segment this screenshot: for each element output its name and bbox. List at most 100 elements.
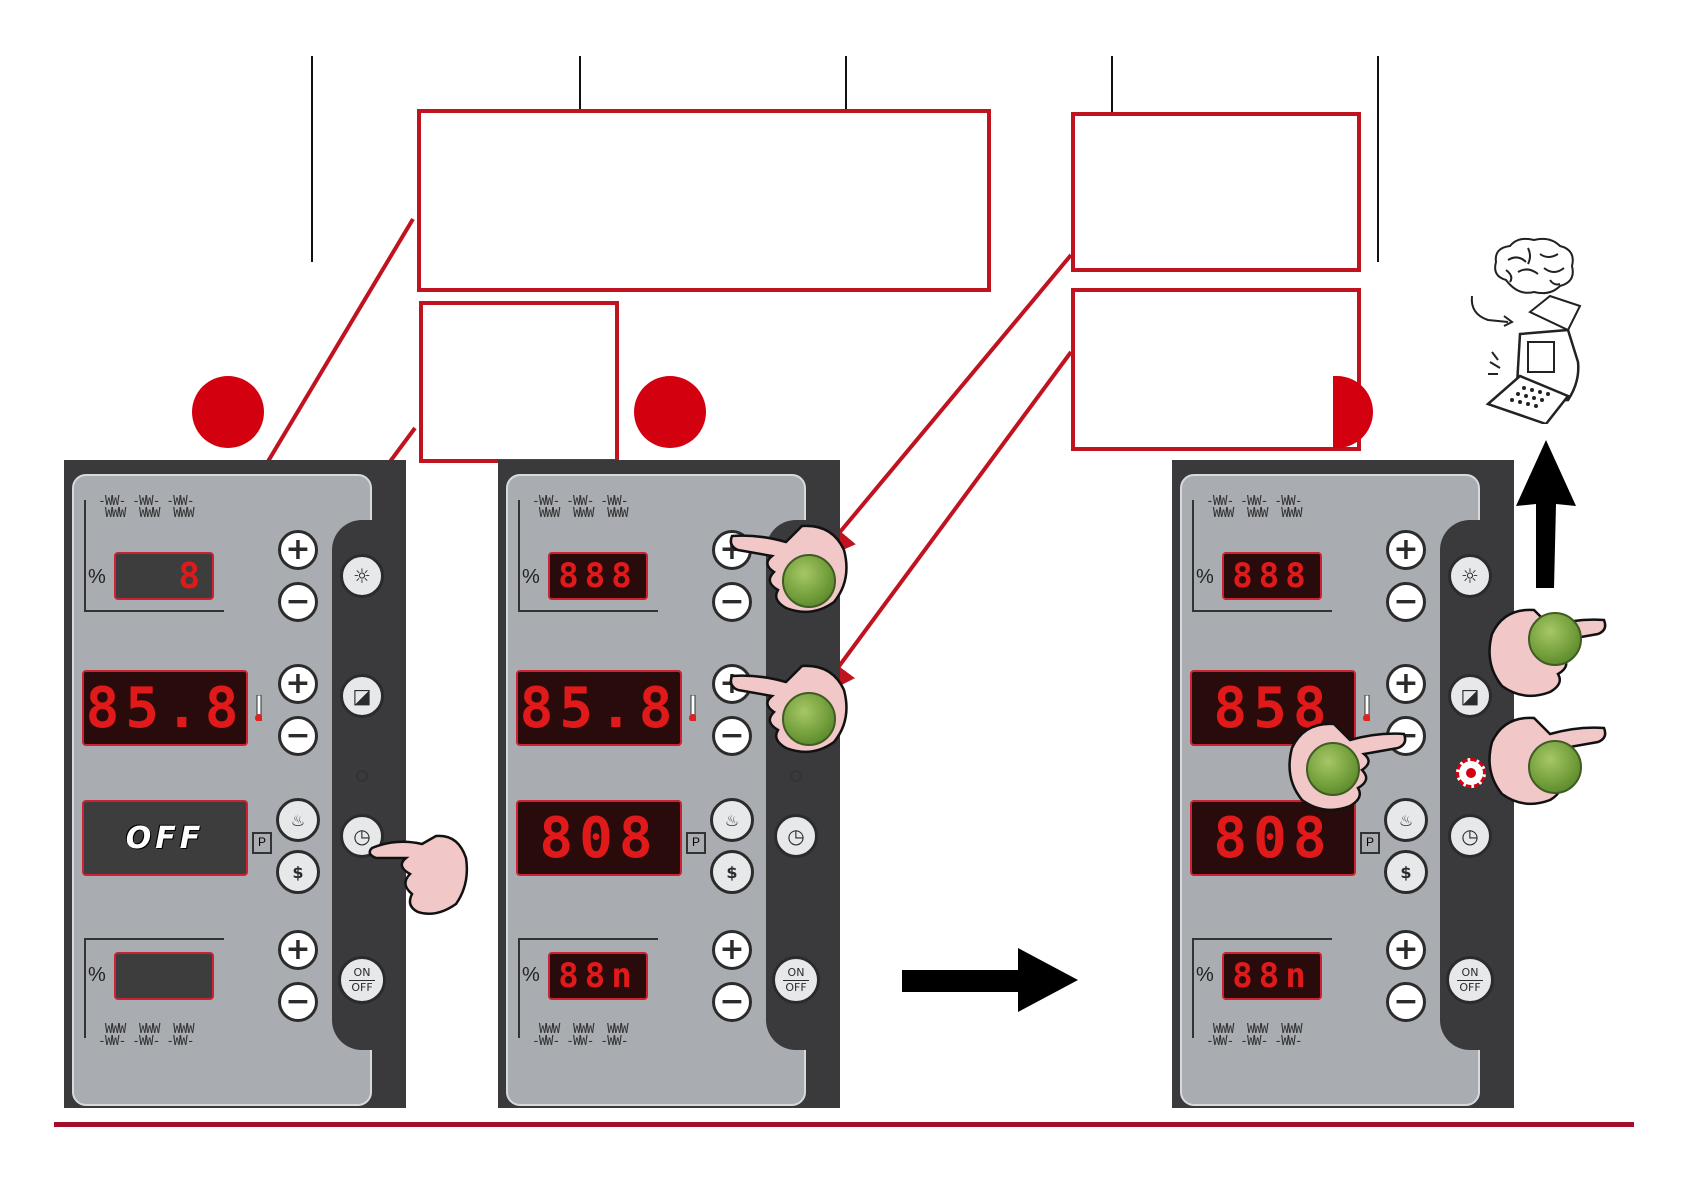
- percent-label: %: [522, 964, 540, 986]
- savings-button[interactable]: $: [276, 850, 320, 894]
- mode-button[interactable]: ◪: [340, 674, 384, 718]
- column-divider: [579, 56, 581, 112]
- on-off-button[interactable]: ON OFF: [1446, 956, 1494, 1004]
- heating-element-icon: WWW WWW WWW-WW- -WW- -WW-: [1206, 1022, 1303, 1049]
- bracket-rule: [84, 610, 224, 612]
- flame-button[interactable]: ♨: [710, 798, 754, 842]
- bracket-rule: [1192, 938, 1332, 940]
- heating-element-icon: WWW WWW WWW-WW- -WW- -WW-: [98, 1022, 195, 1049]
- step-marker-1: [192, 376, 264, 448]
- arrow-up-icon: [1516, 440, 1576, 588]
- bracket: [518, 938, 520, 1038]
- press-indicator: [1528, 612, 1582, 666]
- plus-button[interactable]: +: [278, 930, 318, 970]
- separator: [1457, 979, 1483, 981]
- press-indicator: [782, 692, 836, 746]
- minus-button[interactable]: −: [1386, 582, 1426, 622]
- minus-button[interactable]: −: [278, 716, 318, 756]
- top-display: 888: [1222, 552, 1322, 600]
- indicator-led: [790, 770, 802, 782]
- bottom-display: [114, 952, 214, 1000]
- minus-button[interactable]: −: [712, 582, 752, 622]
- timer-button[interactable]: ◷: [774, 814, 818, 858]
- column-divider: [1111, 56, 1113, 112]
- press-indicator: [782, 554, 836, 608]
- light-button[interactable]: ☼: [340, 554, 384, 598]
- thermometer-icon: [689, 695, 696, 721]
- flame-button[interactable]: ♨: [1384, 798, 1428, 842]
- temperature-display: 85.8: [516, 670, 682, 746]
- off-label: OFF: [1459, 980, 1481, 994]
- plus-button[interactable]: +: [278, 664, 318, 704]
- thermometer-icon: [1363, 695, 1370, 721]
- plus-button[interactable]: +: [712, 930, 752, 970]
- minus-button[interactable]: −: [712, 982, 752, 1022]
- program-icon: P: [686, 832, 706, 854]
- on-label: ON: [353, 965, 371, 979]
- minus-button[interactable]: −: [712, 716, 752, 756]
- heating-element-icon: WWW WWW WWW-WW- -WW- -WW-: [532, 1022, 629, 1049]
- savings-button[interactable]: $: [710, 850, 754, 894]
- active-indicator-led: [1456, 758, 1486, 788]
- on-label: ON: [787, 965, 805, 979]
- control-panel-1: -WW- -WW- -WW- WWW WWW WWW % 8 + − 85.8 …: [64, 460, 406, 1108]
- percent-label: %: [522, 566, 540, 588]
- bracket: [1192, 938, 1194, 1038]
- percent-label: %: [1196, 964, 1214, 986]
- leader-line: [815, 350, 1073, 699]
- plus-button[interactable]: +: [1386, 664, 1426, 704]
- callout-box-plus-top: [1071, 112, 1361, 272]
- savings-button[interactable]: $: [1384, 850, 1428, 894]
- program-icon: P: [252, 832, 272, 854]
- heating-element-icon: -WW- -WW- -WW- WWW WWW WWW: [1206, 494, 1303, 521]
- bracket: [1192, 500, 1194, 610]
- on-off-button[interactable]: ON OFF: [338, 956, 386, 1004]
- plus-button[interactable]: +: [1386, 930, 1426, 970]
- footer-rule: [54, 1122, 1634, 1127]
- on-off-button[interactable]: ON OFF: [772, 956, 820, 1004]
- program-icon: P: [1360, 832, 1380, 854]
- column-divider: [845, 56, 847, 112]
- bottom-display: 88n: [1222, 952, 1322, 1000]
- step-marker-2: [634, 376, 706, 448]
- bottom-display: 88n: [548, 952, 648, 1000]
- callout-box-top-display: [417, 109, 991, 292]
- press-indicator: [1306, 742, 1360, 796]
- bracket-rule: [84, 938, 224, 940]
- bracket-rule: [518, 938, 658, 940]
- minus-button[interactable]: −: [278, 582, 318, 622]
- percent-label: %: [88, 566, 106, 588]
- percent-label: %: [88, 964, 106, 986]
- flame-button[interactable]: ♨: [276, 798, 320, 842]
- computer-icon: [1470, 294, 1582, 424]
- bracket: [518, 500, 520, 610]
- heating-element-icon: -WW- -WW- -WW- WWW WWW WWW: [98, 494, 195, 521]
- callout-box-plus-temp: [1071, 288, 1361, 451]
- brain-icon: [1494, 237, 1574, 295]
- separator: [349, 979, 375, 981]
- off-label: OFF: [785, 980, 807, 994]
- thermometer-icon: [255, 695, 262, 721]
- minus-button[interactable]: −: [1386, 982, 1426, 1022]
- minus-button[interactable]: −: [278, 982, 318, 1022]
- column-divider: [1377, 56, 1379, 262]
- plus-button[interactable]: +: [1386, 530, 1426, 570]
- top-display: 888: [548, 552, 648, 600]
- press-indicator: [1528, 740, 1582, 794]
- bracket: [84, 500, 86, 610]
- on-label: ON: [1461, 965, 1479, 979]
- off-label: OFF: [351, 980, 373, 994]
- timer-button[interactable]: ◷: [1448, 814, 1492, 858]
- temperature-display: 85.8: [82, 670, 248, 746]
- leader-line: [814, 253, 1073, 563]
- plus-button[interactable]: +: [278, 530, 318, 570]
- status-display: OFF: [82, 800, 248, 876]
- bracket: [84, 938, 86, 1038]
- light-button[interactable]: ☼: [1448, 554, 1492, 598]
- indicator-led: [356, 770, 368, 782]
- mode-button[interactable]: ◪: [1448, 674, 1492, 718]
- heating-element-icon: -WW- -WW- -WW- WWW WWW WWW: [532, 494, 629, 521]
- top-display: 8: [114, 552, 214, 600]
- status-display: 808: [1190, 800, 1356, 876]
- bracket-rule: [1192, 610, 1332, 612]
